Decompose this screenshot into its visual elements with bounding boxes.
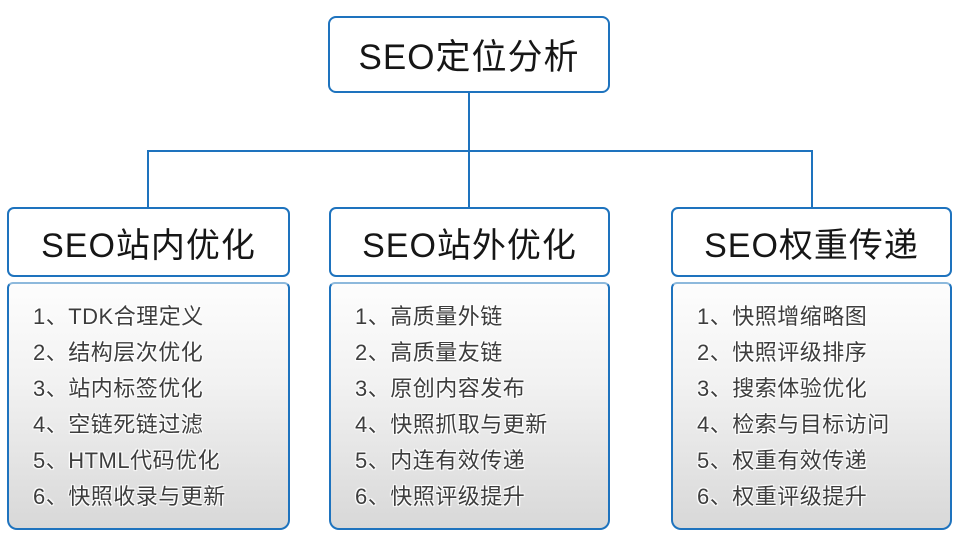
branch-list-offsite: 1、高质量外链 2、高质量友链 3、原创内容发布 4、快照抓取与更新 5、内连有… xyxy=(329,282,610,530)
connector-middle-drop xyxy=(468,150,470,208)
branch-onsite: SEO站内优化 1、TDK合理定义 2、结构层次优化 3、站内标签优化 4、空链… xyxy=(7,207,290,530)
root-node: SEO定位分析 xyxy=(328,16,610,93)
list-item: 3、原创内容发布 xyxy=(355,376,526,401)
list-item: 2、高质量友链 xyxy=(355,340,503,365)
branch-list-onsite: 1、TDK合理定义 2、结构层次优化 3、站内标签优化 4、空链死链过滤 5、H… xyxy=(7,282,290,530)
list-item: 6、权重评级提升 xyxy=(697,484,868,509)
list-item: 4、空链死链过滤 xyxy=(33,412,204,437)
list-item: 6、快照评级提升 xyxy=(355,484,526,509)
connector-left-drop xyxy=(147,150,149,208)
list-item: 4、检索与目标访问 xyxy=(697,412,890,437)
connector-horizontal xyxy=(147,150,813,152)
branch-title: SEO站内优化 xyxy=(41,226,256,265)
branch-weight: SEO权重传递 1、快照增缩略图 2、快照评级排序 3、搜索体验优化 4、检索与… xyxy=(671,207,952,530)
list-item: 5、内连有效传递 xyxy=(355,448,526,473)
list-item: 2、快照评级排序 xyxy=(697,340,868,365)
list-item: 5、HTML代码优化 xyxy=(33,448,221,473)
list-item: 5、权重有效传递 xyxy=(697,448,868,473)
list-item: 1、TDK合理定义 xyxy=(33,304,204,329)
list-item: 2、结构层次优化 xyxy=(33,340,204,365)
branch-list-weight: 1、快照增缩略图 2、快照评级排序 3、搜索体验优化 4、检索与目标访问 5、权… xyxy=(671,282,952,530)
branch-title: SEO权重传递 xyxy=(704,226,919,265)
branch-header-weight: SEO权重传递 xyxy=(671,207,952,277)
list-item: 3、搜索体验优化 xyxy=(697,376,868,401)
connector-right-drop xyxy=(811,150,813,208)
list-item: 4、快照抓取与更新 xyxy=(355,412,548,437)
branch-title: SEO站外优化 xyxy=(362,226,577,265)
list-item: 6、快照收录与更新 xyxy=(33,484,226,509)
root-node-label: SEO定位分析 xyxy=(358,38,580,77)
list-item: 1、高质量外链 xyxy=(355,304,503,329)
branch-header-onsite: SEO站内优化 xyxy=(7,207,290,277)
branch-header-offsite: SEO站外优化 xyxy=(329,207,610,277)
branch-offsite: SEO站外优化 1、高质量外链 2、高质量友链 3、原创内容发布 4、快照抓取与… xyxy=(329,207,610,530)
list-item: 3、站内标签优化 xyxy=(33,376,204,401)
connector-root-stem xyxy=(468,93,470,151)
list-item: 1、快照增缩略图 xyxy=(697,304,868,329)
